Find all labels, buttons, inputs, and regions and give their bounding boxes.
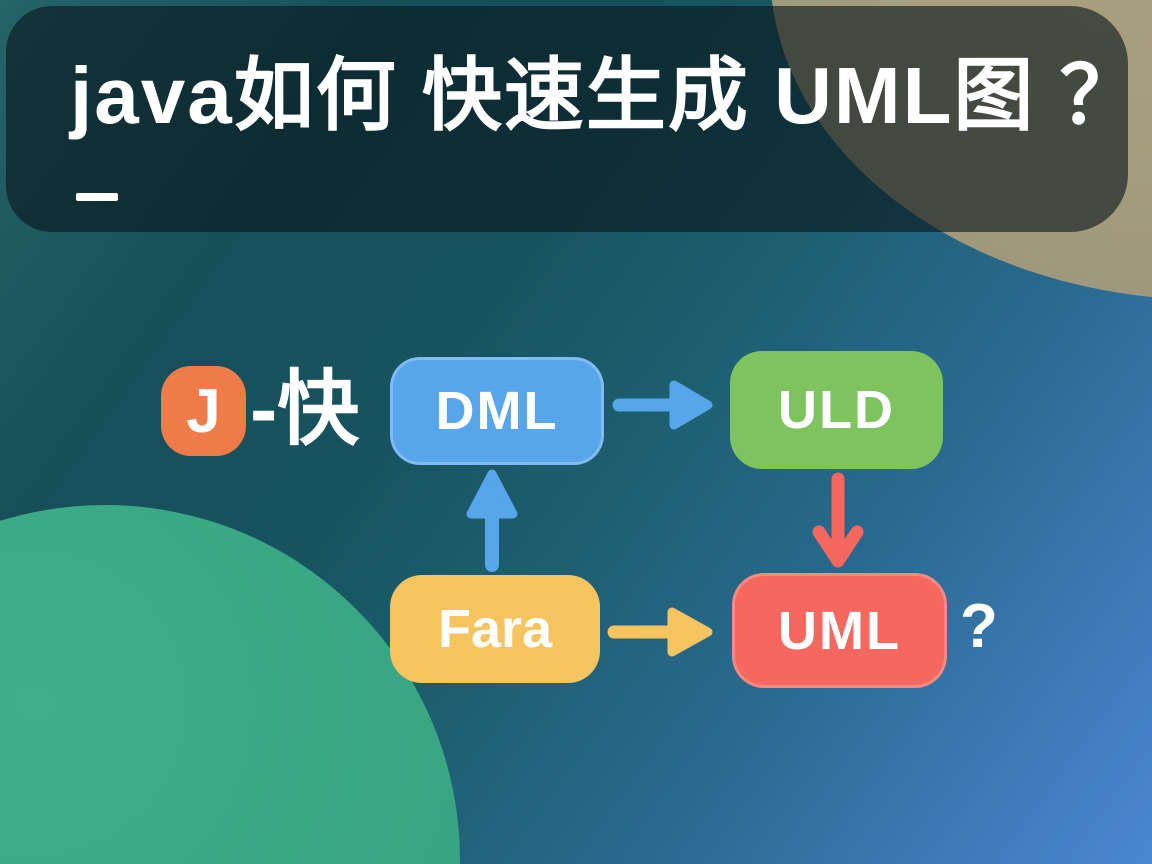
arrow-fara-to-uml-icon	[606, 602, 718, 662]
arrow-uld-to-uml-icon	[810, 472, 866, 572]
java-badge: J	[161, 366, 246, 456]
page-title: java如何 快速生成 UML图 ？	[70, 51, 1142, 140]
node-uld: ULD	[730, 351, 943, 469]
flow-prefix-label: -快	[250, 364, 360, 455]
node-uml-label: UML	[778, 600, 901, 661]
question-mark: ?	[960, 592, 998, 661]
title-panel: java如何 快速生成 UML图 ？	[6, 6, 1140, 232]
arrow-fara-to-dml-icon	[464, 466, 520, 574]
node-uld-label: ULD	[778, 380, 895, 440]
node-fara: Fara	[390, 575, 600, 683]
java-badge-label: J	[186, 376, 221, 446]
arrow-dml-to-uld-icon	[612, 376, 716, 434]
node-uml: UML	[732, 573, 947, 688]
node-dml-label: DML	[435, 381, 559, 441]
node-fara-label: Fara	[437, 599, 553, 659]
title-dash	[76, 193, 118, 201]
green-circle-decoration	[0, 505, 460, 864]
node-dml: DML	[390, 357, 604, 465]
